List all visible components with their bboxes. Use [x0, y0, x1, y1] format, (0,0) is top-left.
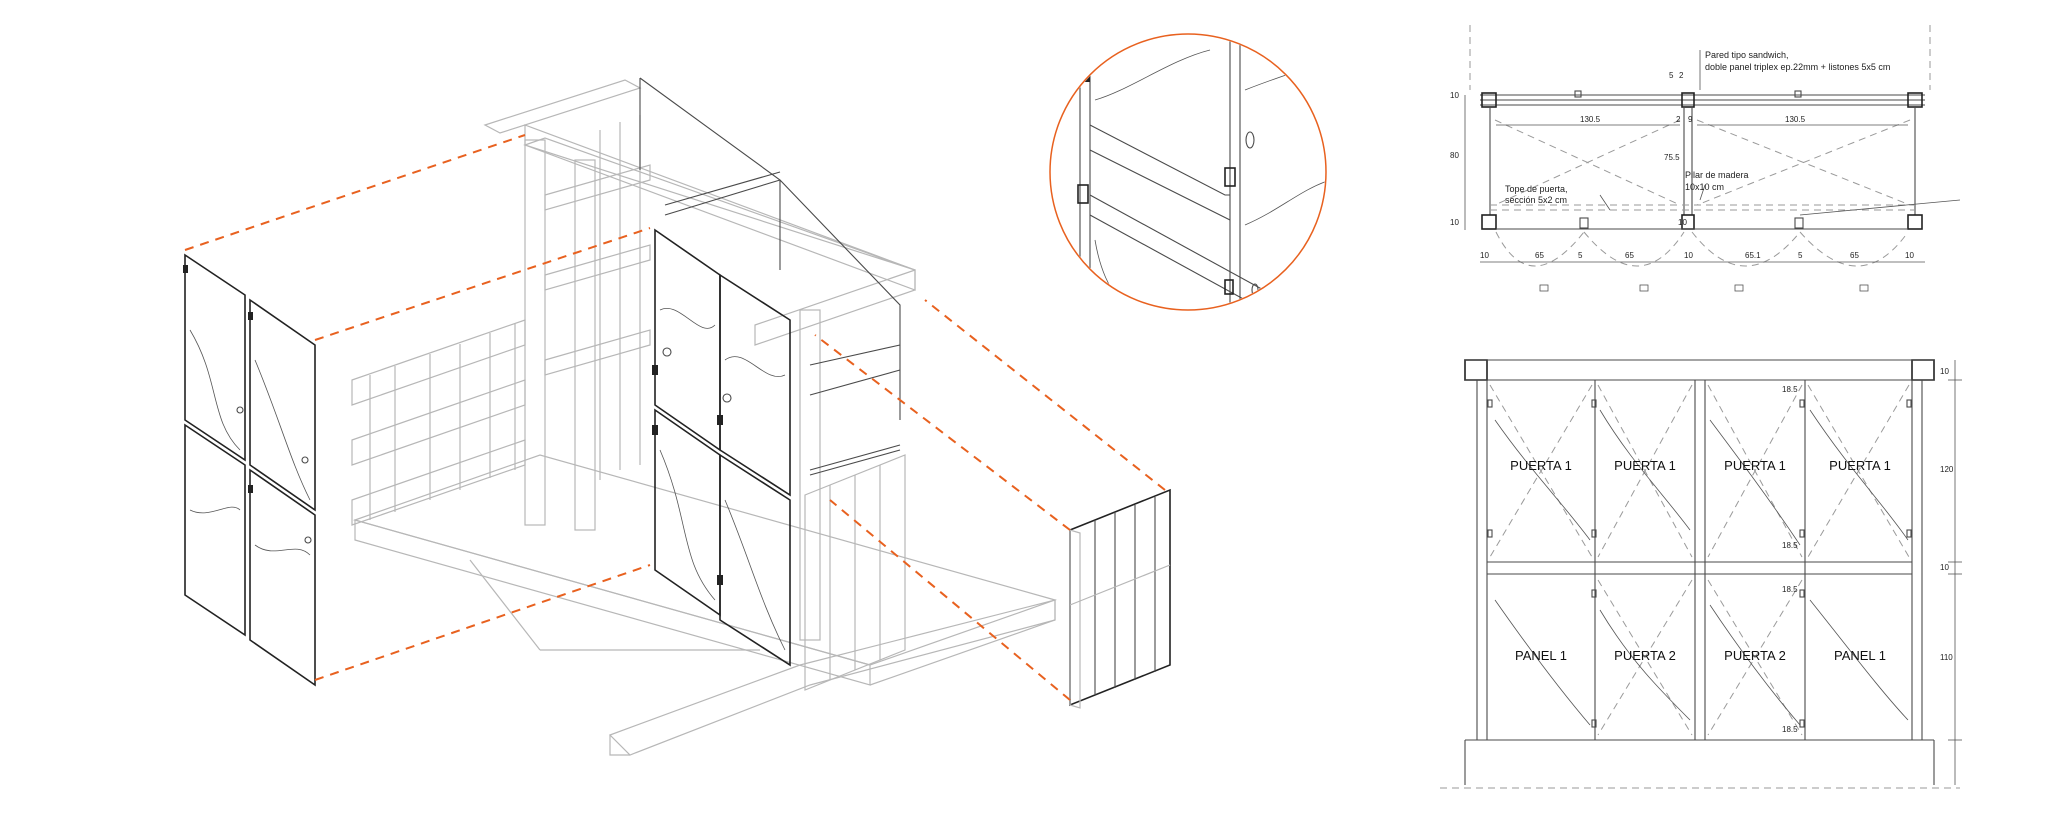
dim-75-5: 75.5: [1664, 153, 1680, 162]
dim-top-left: 130.5: [1580, 115, 1601, 124]
exploded-right-pallet: [1069, 488, 1171, 709]
elevation-view: 10 120 10 110 18.5 18.5 18.5 18.5 PUERTA…: [1440, 359, 1962, 789]
bdim-65-1: 65.1: [1745, 251, 1761, 260]
panel-label-4: PUERTA 1: [1829, 458, 1891, 473]
dim-2: 2: [1679, 71, 1684, 80]
pillar-note-line2: 10x10 cm: [1685, 182, 1724, 192]
elev-dim-18-5-d: 18.5: [1782, 725, 1798, 734]
bdim-65b: 65: [1625, 251, 1634, 260]
panel-label-8: PANEL 1: [1834, 648, 1886, 663]
bdim-65a: 65: [1535, 251, 1544, 260]
bdim-10c: 10: [1905, 251, 1914, 260]
bdim-10b: 10: [1684, 251, 1693, 260]
timber-frame: [483, 79, 916, 641]
dim-top-right: 130.5: [1785, 115, 1806, 124]
panel-label-1: PUERTA 1: [1510, 458, 1572, 473]
dim-9: 9: [1688, 115, 1693, 124]
panel-label-3: PUERTA 1: [1724, 458, 1786, 473]
dim-5: 5: [1669, 71, 1674, 80]
elev-dim-18-5-b: 18.5: [1782, 541, 1798, 550]
elev-dim-10-top: 10: [1940, 367, 1949, 376]
pallet-back-left: [351, 319, 526, 526]
panel-label-5: PANEL 1: [1515, 648, 1567, 663]
pillar-note-line1: Pilar de madera: [1685, 170, 1749, 180]
exploded-left-doors: [183, 253, 316, 687]
elev-dim-110: 110: [1940, 653, 1953, 662]
dim-80: 80: [1450, 151, 1459, 160]
wall-note-line2: doble panel triplex ep.22mm + listones 5…: [1705, 62, 1890, 72]
wall-note-line1: Pared tipo sandwich,: [1705, 50, 1789, 60]
dim-2b: 2: [1676, 115, 1681, 124]
slat-panel-front: [804, 454, 906, 691]
hinge-detail-circle: [1049, 33, 1327, 311]
panel-label-7: PUERTA 2: [1724, 648, 1786, 663]
elev-dim-18-5-c: 18.5: [1782, 585, 1798, 594]
panel-label-6: PUERTA 2: [1614, 648, 1676, 663]
dim-10c: 10: [1678, 218, 1687, 227]
dim-10b: 10: [1450, 218, 1459, 227]
bdim-5b: 5: [1798, 251, 1803, 260]
panel-label-2: PUERTA 1: [1614, 458, 1676, 473]
plan-view: Pared tipo sandwich, doble panel triplex…: [1450, 25, 1961, 292]
cabinet-body: [639, 77, 901, 476]
stop-note-line1: Tope de puerta,: [1505, 184, 1568, 194]
axonometric-view: [183, 77, 1171, 756]
bdim-10a: 10: [1480, 251, 1489, 260]
explosion-lines: [184, 134, 1166, 701]
floor-platform: [353, 454, 1057, 756]
front-doors: [652, 228, 791, 667]
stop-note-line2: sección 5x2 cm: [1505, 195, 1567, 205]
elevation-diagonals: [1489, 384, 1910, 736]
elev-dim-18-5-a: 18.5: [1782, 385, 1798, 394]
elev-dim-120: 120: [1940, 465, 1954, 474]
bdim-65c: 65: [1850, 251, 1859, 260]
dim-10a: 10: [1450, 91, 1459, 100]
elev-dim-10-mid: 10: [1940, 563, 1949, 572]
bdim-5a: 5: [1578, 251, 1583, 260]
